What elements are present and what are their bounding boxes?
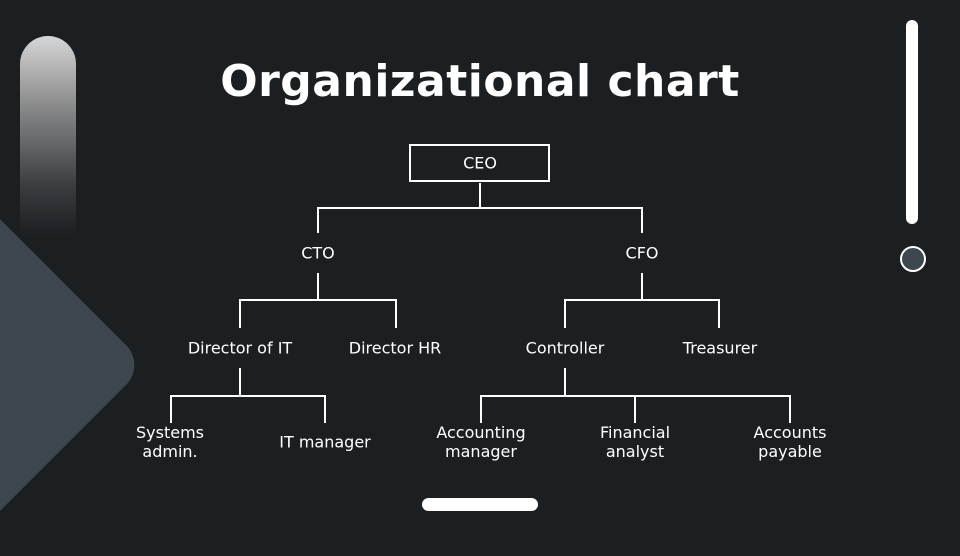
node-cfo: CFO	[625, 243, 659, 263]
node-controller: Controller	[525, 338, 605, 358]
decorative-horizontal-bar	[422, 498, 538, 511]
node-cto: CTO	[301, 243, 335, 263]
node-director-hr: Director HR	[348, 338, 442, 358]
decorative-vertical-bar	[906, 20, 918, 224]
node-systems-admin: Systems admin.	[136, 423, 204, 461]
node-it-manager: IT manager	[279, 432, 371, 452]
node-ceo: CEO	[463, 153, 497, 173]
node-accounting-manager: Accounting manager	[436, 423, 526, 461]
node-financial-analyst: Financial analyst	[599, 423, 671, 461]
slide-title: Organizational chart	[220, 56, 740, 107]
decorative-circle	[900, 246, 926, 272]
ceo-node-box	[409, 144, 550, 182]
node-treasurer: Treasurer	[682, 338, 758, 358]
node-director-it: Director of IT	[187, 338, 293, 358]
slide: Organizational chart	[0, 20, 926, 556]
org-chart-connectors	[170, 183, 791, 423]
node-accounts-payable: Accounts payable	[753, 423, 827, 461]
decorative-pill-shape	[20, 36, 76, 236]
